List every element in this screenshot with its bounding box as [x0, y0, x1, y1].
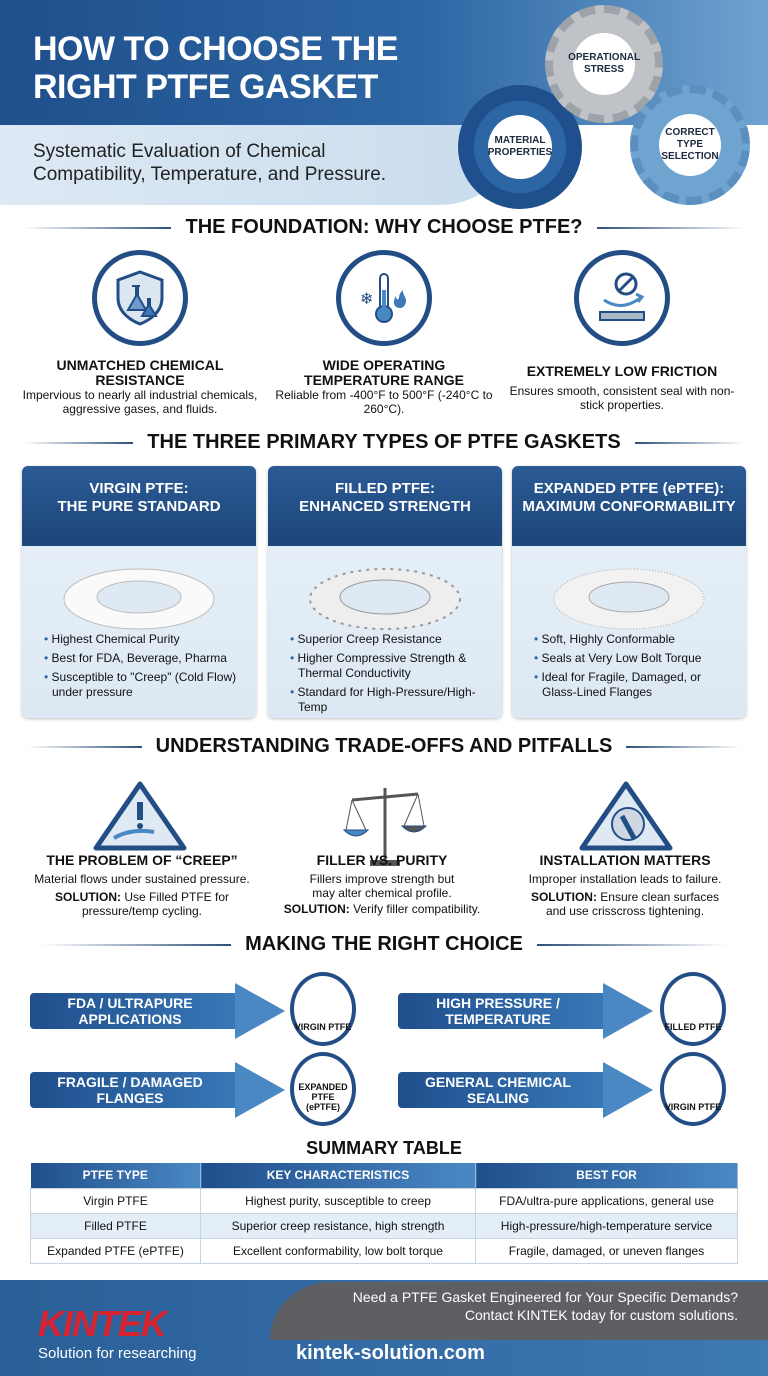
- feature-title: UNMATCHED CHEMICAL RESISTANCE: [56, 357, 224, 388]
- choice-arrow: FDA / ULTRAPURE APPLICATIONS: [30, 983, 285, 1039]
- table-row: Expanded PTFE (ePTFE)Excellent conformab…: [30, 1237, 738, 1264]
- cta-text: Need a PTFE Gasket Engineered for Your S…: [352, 1289, 738, 1323]
- feature-desc: Ensures smooth, consistent seal with non…: [509, 384, 735, 412]
- thermometer-icon: ❄: [336, 250, 432, 346]
- tradeoff-title: FILLER VS. PURITY: [316, 852, 448, 868]
- tradeoff-title: INSTALLATION MATTERS: [539, 852, 711, 868]
- feature-desc: Impervious to nearly all industrial chem…: [22, 388, 258, 416]
- section-heading-foundation: THE FOUNDATION: WHY CHOOSE PTFE?: [0, 216, 768, 239]
- tradeoff-title: THE PROBLEM OF “CREEP”: [46, 852, 238, 868]
- feature-title: WIDE OPERATING TEMPERATURE RANGE: [304, 357, 464, 388]
- balance-scale-icon: [342, 788, 428, 866]
- eptfe-gasket-image: [553, 568, 705, 630]
- choice-arrow: GENERAL CHEMICAL SEALING: [398, 1062, 653, 1118]
- tradeoff-desc: Material flows under sustained pressure.…: [34, 872, 250, 918]
- choice-result-badge: VIRGIN PTFE: [290, 972, 356, 1046]
- section-heading-tradeoffs: UNDERSTANDING TRADE-OFFS AND PITFALLS: [0, 735, 768, 758]
- low-friction-icon: [574, 250, 670, 346]
- column-header: KEY CHARACTERISTICS: [200, 1163, 476, 1188]
- summary-heading: SUMMARY TABLE: [306, 1138, 462, 1158]
- logo-tagline: Solution for researching: [38, 1345, 197, 1362]
- gear-correct-type-selection: CORRECT TYPE SELECTION: [630, 85, 750, 205]
- card-header: EXPANDED PTFE (ePTFE):MAXIMUM CONFORMABI…: [512, 466, 746, 546]
- tradeoff-desc: Fillers improve strength but may alter c…: [283, 872, 481, 916]
- choice-arrow: HIGH PRESSURE / TEMPERATURE: [398, 983, 653, 1039]
- cta-band: [270, 1282, 768, 1340]
- kintek-logo: KINTEK: [38, 1303, 167, 1344]
- tradeoff-desc: Improper installation leads to failure.S…: [528, 872, 722, 918]
- gear-material-properties: MATERIAL PROPERTIES: [458, 85, 582, 209]
- filled-gasket-image: [309, 568, 461, 630]
- section-heading-types: THE THREE PRIMARY TYPES OF PTFE GASKETS: [0, 431, 768, 454]
- card-header: FILLED PTFE:ENHANCED STRENGTH: [268, 466, 502, 546]
- choice-result-badge: FILLED PTFE: [660, 972, 726, 1046]
- card-expanded-ptfe: EXPANDED PTFE (ePTFE):MAXIMUM CONFORMABI…: [512, 466, 746, 718]
- choice-result-badge: VIRGIN PTFE: [660, 1052, 726, 1126]
- column-header: PTFE TYPE: [30, 1163, 201, 1188]
- card-filled-ptfe: FILLED PTFE:ENHANCED STRENGTH Superior C…: [268, 466, 502, 718]
- card-virgin-ptfe: VIRGIN PTFE:THE PURE STANDARD Highest Ch…: [22, 466, 256, 718]
- virgin-gasket-image: [63, 568, 215, 630]
- website-link[interactable]: kintek-solution.com: [296, 1342, 485, 1364]
- svg-text:❄: ❄: [360, 291, 373, 308]
- section-heading-choice: MAKING THE RIGHT CHOICE: [0, 933, 768, 956]
- feature-title: EXTREMELY LOW FRICTION: [526, 363, 718, 379]
- card-header: VIRGIN PTFE:THE PURE STANDARD: [22, 466, 256, 546]
- choice-result-badge: EXPANDED PTFE (ePTFE): [290, 1052, 356, 1126]
- subtitle-band: [0, 125, 520, 205]
- column-header: BEST FOR: [475, 1163, 738, 1188]
- creep-warning-icon: [93, 781, 187, 851]
- installation-wrench-icon: [579, 781, 673, 851]
- shield-flask-icon: [92, 250, 188, 346]
- gear-operational-stress: OPERATIONAL STRESS: [545, 5, 663, 123]
- choice-arrow: FRAGILE / DAMAGED FLANGES: [30, 1062, 285, 1118]
- feature-desc: Reliable from -400°F to 500°F (-240°C to…: [275, 388, 493, 416]
